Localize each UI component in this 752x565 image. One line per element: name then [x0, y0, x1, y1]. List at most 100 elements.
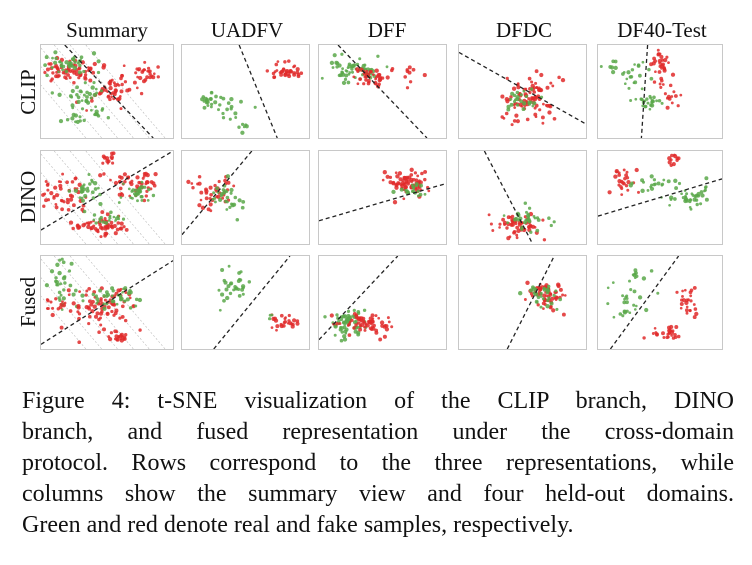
fake-sample-point [119, 175, 124, 180]
real-sample-point [513, 98, 517, 102]
real-sample-point [77, 70, 82, 75]
real-sample-point [640, 87, 644, 91]
fake-sample-point [505, 76, 509, 80]
fake-sample-point [390, 325, 394, 329]
fake-sample-point [514, 222, 518, 226]
fake-sample-point [123, 179, 127, 184]
fake-sample-point [661, 62, 665, 67]
real-sample-point [93, 113, 97, 117]
real-sample-point [237, 198, 242, 203]
real-sample-point [225, 107, 229, 112]
real-sample-point [539, 291, 543, 296]
fake-sample-point [498, 226, 501, 229]
auxiliary-boundary [41, 47, 118, 138]
real-sample-point [649, 76, 654, 81]
fake-sample-point [200, 205, 206, 210]
fake-sample-point [87, 66, 90, 69]
real-sample-point [61, 296, 66, 301]
fake-sample-point [119, 332, 124, 337]
real-sample-point [134, 297, 139, 302]
real-sample-point [515, 90, 520, 95]
fake-sample-point [87, 286, 92, 291]
fake-sample-point [626, 179, 631, 185]
fake-sample-point [688, 309, 692, 313]
real-sample-point [358, 57, 362, 61]
fake-sample-point [138, 328, 142, 332]
real-sample-point [225, 208, 229, 211]
fake-sample-point [416, 174, 420, 178]
real-sample-point [527, 102, 532, 106]
fake-sample-point [667, 160, 672, 165]
fake-sample-point [282, 67, 286, 71]
caption-line: columns show the summary view and four h… [22, 481, 734, 507]
fake-sample-point [113, 180, 119, 186]
fake-sample-point [662, 67, 667, 71]
real-sample-point [549, 223, 553, 228]
real-sample-point [100, 108, 104, 112]
scatter-plot [319, 167, 446, 222]
fake-sample-point [534, 81, 538, 85]
fake-sample-point [683, 288, 687, 292]
real-sample-point [70, 103, 75, 108]
real-sample-point [62, 288, 66, 292]
fake-sample-point [66, 288, 71, 293]
real-sample-point [204, 98, 209, 103]
real-sample-point [541, 297, 545, 301]
fake-sample-point [88, 78, 93, 83]
fake-sample-point [290, 324, 295, 329]
fake-sample-point [51, 71, 55, 75]
real-sample-point [206, 104, 210, 107]
real-sample-point [267, 317, 272, 321]
real-sample-point [530, 285, 535, 290]
fake-sample-point [275, 324, 280, 329]
fake-sample-point [527, 76, 532, 81]
real-sample-point [343, 77, 348, 82]
fake-sample-point [498, 222, 502, 226]
fake-sample-point [99, 316, 102, 320]
real-sample-point [64, 60, 69, 65]
real-sample-point [110, 294, 114, 298]
fake-sample-point [106, 305, 111, 310]
fake-sample-point [670, 95, 674, 98]
fake-sample-point [74, 176, 78, 180]
real-sample-point [506, 104, 511, 109]
fake-sample-point [363, 325, 367, 329]
real-sample-point [235, 218, 240, 222]
fake-sample-point [43, 70, 47, 75]
fake-sample-point [232, 184, 236, 188]
real-sample-point [525, 210, 528, 214]
fake-sample-point [204, 188, 209, 194]
real-sample-point [339, 317, 344, 322]
decision-boundary-line [598, 178, 722, 217]
real-sample-point [694, 198, 699, 202]
fake-sample-point [642, 336, 646, 340]
real-sample-point [536, 218, 541, 222]
real-sample-point [221, 111, 225, 116]
fake-sample-point [665, 335, 669, 340]
fake-sample-point [275, 69, 279, 72]
real-sample-point [362, 308, 367, 312]
fake-sample-point [223, 178, 228, 183]
fake-sample-point [358, 77, 362, 81]
fake-sample-point [108, 79, 113, 83]
real-sample-point [648, 107, 652, 111]
fake-sample-point [534, 69, 539, 74]
fake-sample-point [548, 292, 552, 296]
real-sample-point [547, 296, 551, 300]
fake-sample-point [55, 66, 59, 70]
fake-sample-point [670, 72, 676, 77]
fake-sample-point [101, 327, 107, 332]
real-sample-point [224, 199, 228, 204]
real-sample-point [703, 189, 706, 193]
fake-sample-point [116, 221, 121, 225]
fake-sample-point [84, 293, 88, 297]
fake-sample-point [147, 66, 151, 70]
fake-sample-point [684, 308, 689, 313]
real-sample-point [240, 284, 246, 289]
real-sample-point [552, 220, 556, 224]
fake-sample-point [515, 225, 520, 230]
real-sample-point [90, 178, 94, 182]
fake-sample-point [46, 306, 50, 311]
real-sample-point [241, 292, 245, 296]
real-sample-point [63, 281, 67, 285]
